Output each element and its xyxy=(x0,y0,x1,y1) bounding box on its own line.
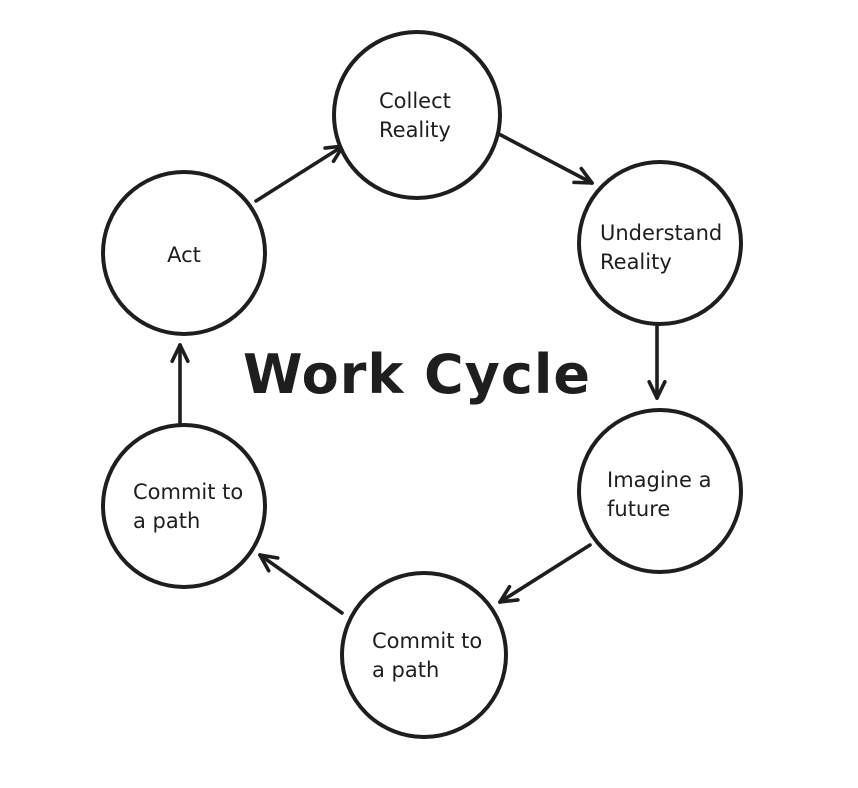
arrowhead-icon xyxy=(579,166,594,185)
arrow-commit-to-a-path-bottom-to-commit-to-a-path-left xyxy=(258,553,344,615)
cycle-node-act: Act xyxy=(101,170,267,336)
node-circle xyxy=(577,160,743,326)
arrow-shaft xyxy=(254,144,345,203)
node-label: Commit to xyxy=(133,480,243,504)
arrowhead-icon xyxy=(655,379,667,400)
arrow-shaft xyxy=(495,131,594,185)
arrow-act-to-collect-reality xyxy=(254,144,345,203)
arrowhead-icon xyxy=(178,343,190,364)
node-label: future xyxy=(607,497,670,521)
node-label: Collect xyxy=(379,89,451,113)
node-label: Imagine a xyxy=(607,468,711,492)
node-label: a path xyxy=(372,658,439,682)
arrowhead-icon xyxy=(170,343,182,364)
arrowhead-icon xyxy=(258,553,280,560)
arrow-understand-reality-to-imagine-a-future xyxy=(647,323,667,400)
arrowhead-icon xyxy=(258,553,271,573)
node-label: a path xyxy=(133,509,200,533)
arrow-shaft xyxy=(258,553,344,615)
arrow-shaft xyxy=(498,543,592,604)
node-circle xyxy=(577,408,743,574)
arrow-commit-to-a-path-left-to-act xyxy=(170,343,190,425)
node-label: Reality xyxy=(379,118,451,142)
diagram-title: Work Cycle xyxy=(243,343,591,406)
arrowhead-icon xyxy=(647,379,659,400)
edges-layer xyxy=(170,131,667,615)
node-label: Understand xyxy=(600,221,722,245)
node-label: Reality xyxy=(600,250,672,274)
node-label: Act xyxy=(167,243,201,267)
node-circle xyxy=(101,423,267,589)
node-circle xyxy=(332,30,502,200)
node-circle xyxy=(101,170,267,336)
cycle-node-imagine-a-future: Imagine a future xyxy=(577,408,743,574)
node-label: Commit to xyxy=(372,629,482,653)
arrowhead-icon xyxy=(498,584,512,604)
arrowhead-icon xyxy=(572,180,594,185)
cycle-node-commit-to-a-path-bottom: Commit to a path xyxy=(340,571,508,739)
arrow-collect-reality-to-understand-reality xyxy=(495,131,594,185)
arrowhead-icon xyxy=(498,598,520,604)
arrow-imagine-a-future-to-commit-to-a-path-bottom xyxy=(498,543,592,604)
cycle-node-commit-to-a-path-left: Commit to a path xyxy=(101,423,267,589)
node-circle xyxy=(340,571,508,739)
